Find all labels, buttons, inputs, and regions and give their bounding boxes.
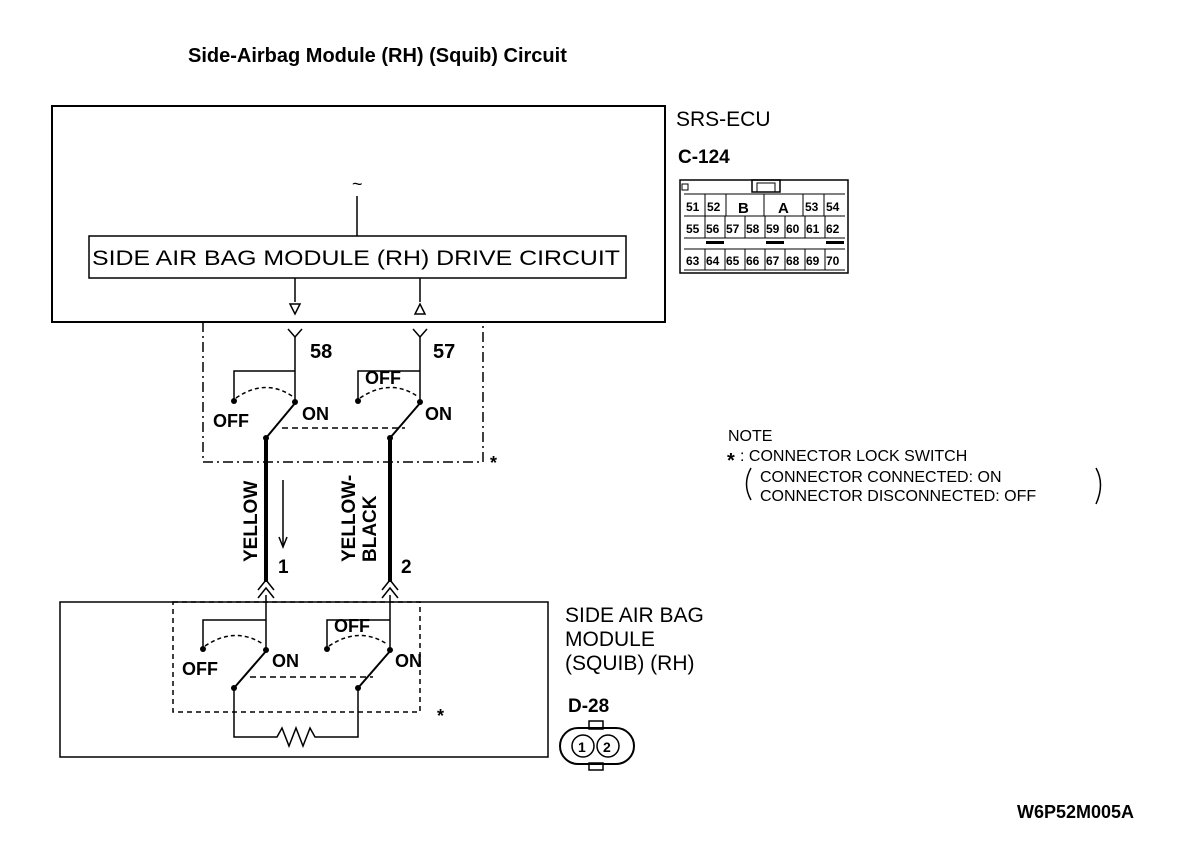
- d28-connector-face: [559, 720, 635, 771]
- input-arrow-up: [413, 302, 427, 315]
- module-name-line3: (SQUIB) (RH): [565, 652, 695, 675]
- pin-57-label: 57: [433, 341, 455, 363]
- c124-pin-69: 69: [806, 254, 820, 268]
- module-switch-arc-left: [204, 634, 264, 647]
- drive-circuit-box: [88, 235, 627, 279]
- ecu-off-label-left: OFF: [213, 411, 249, 431]
- connector-chevron-pin2: [381, 578, 399, 599]
- wire2-color-label-line2: BLACK: [360, 495, 381, 562]
- ecu-short-bar-right: [357, 370, 420, 400]
- note-line3: CONNECTOR DISCONNECTED: OFF: [760, 488, 1036, 505]
- c124-pin-59: 59: [766, 222, 780, 236]
- module-off-contact-left: [200, 646, 206, 652]
- c124-pin-54: 54: [826, 200, 840, 214]
- squib-resistor: [233, 688, 359, 749]
- module-connector-id: D-28: [568, 696, 609, 717]
- module-off-label-left: OFF: [182, 659, 218, 679]
- c124-pin-53: 53: [805, 200, 819, 214]
- module-on-label-left: ON: [272, 651, 299, 671]
- ecu-short-bar-left: [233, 370, 295, 400]
- module-switch-blade-right: [357, 649, 392, 689]
- note-heading: NOTE: [728, 428, 772, 445]
- wire1-pin-label: 1: [278, 557, 289, 578]
- c124-pin-70: 70: [826, 254, 840, 268]
- ecu-switch-blade-left: [265, 401, 297, 439]
- module-short-bar-right: [326, 619, 390, 648]
- note-paren-right: [1095, 467, 1102, 505]
- module-name-line2: MODULE: [565, 628, 655, 651]
- module-off-contact-right: [324, 646, 330, 652]
- wire2-color-label-line1: YELLOW-: [339, 475, 360, 562]
- c124-pin-63: 63: [686, 254, 700, 268]
- note-paren-left: [745, 467, 752, 501]
- figure-code: W6P52M005A: [1017, 802, 1134, 822]
- diagram-title: Side-Airbag Module (RH) (Squib) Circuit: [188, 45, 567, 67]
- c124-pin-52: 52: [707, 200, 721, 214]
- module-off-label-right: OFF: [334, 616, 370, 636]
- terminal-57-symbol: [412, 328, 428, 339]
- d28-pin-1: 1: [578, 739, 586, 755]
- note-star: *: [727, 450, 735, 472]
- ecu-on-label-left: ON: [302, 404, 329, 424]
- module-lock-switch-boundary: [172, 601, 421, 713]
- ecu-off-label-right: OFF: [365, 368, 401, 388]
- module-on-label-right: ON: [395, 651, 422, 671]
- c124-pin-a: A: [778, 200, 789, 217]
- output-arrow-down: [288, 303, 302, 316]
- c124-pin-66: 66: [746, 254, 760, 268]
- note-line2: CONNECTOR CONNECTED: ON: [760, 469, 1002, 486]
- module-switch-blade-left: [233, 649, 268, 689]
- c124-pin-62: 62: [826, 222, 840, 236]
- c124-pin-55: 55: [686, 222, 700, 236]
- c124-pin-57: 57: [726, 222, 740, 236]
- c124-connector-face: [679, 179, 849, 274]
- c124-pin-61: 61: [806, 222, 820, 236]
- module-short-bar-left: [202, 619, 266, 648]
- ecu-lock-switch-boundary: [202, 322, 484, 463]
- c124-pin-b: B: [738, 200, 749, 217]
- c124-pin-56: 56: [706, 222, 720, 236]
- module-switch-arc-right: [328, 634, 388, 647]
- ecu-switch-blade-right: [389, 401, 422, 439]
- wire1-color-label: YELLOW: [241, 481, 262, 562]
- d28-pin-2: 2: [603, 739, 611, 755]
- ecu-name: SRS-ECU: [676, 108, 771, 131]
- ecu-box: [51, 105, 666, 323]
- ecu-switch-arc-right: [359, 386, 418, 399]
- note-line1: : CONNECTOR LOCK SWITCH: [740, 448, 967, 465]
- ecu-lock-switch-star: *: [490, 453, 497, 473]
- module-lock-switch-star: *: [437, 706, 444, 726]
- ecu-off-contact-right: [355, 398, 361, 404]
- c124-pin-64: 64: [706, 254, 720, 268]
- wire2-pin-label: 2: [401, 557, 412, 578]
- ecu-on-label-right: ON: [425, 404, 452, 424]
- airbag-module-box: [59, 601, 549, 758]
- c124-pin-67: 67: [766, 254, 780, 268]
- module-name-line1: SIDE AIR BAG: [565, 604, 704, 627]
- c124-pin-51: 51: [686, 200, 700, 214]
- c124-pin-65: 65: [726, 254, 740, 268]
- ecu-switch-arc-left: [235, 386, 293, 399]
- tilde-symbol: ~: [352, 174, 363, 194]
- drive-circuit-label: SIDE AIR BAG MODULE (RH) DRIVE CIRCUIT: [92, 247, 620, 270]
- connector-chevron-pin1: [257, 578, 275, 599]
- c124-pin-60: 60: [786, 222, 800, 236]
- ecu-connector-id: C-124: [678, 147, 730, 168]
- current-direction-arrowhead: [278, 536, 288, 550]
- pin-58-label: 58: [310, 341, 332, 363]
- ecu-off-contact-left: [231, 398, 237, 404]
- c124-pin-68: 68: [786, 254, 800, 268]
- c124-pin-58: 58: [746, 222, 760, 236]
- terminal-58-symbol: [287, 328, 303, 339]
